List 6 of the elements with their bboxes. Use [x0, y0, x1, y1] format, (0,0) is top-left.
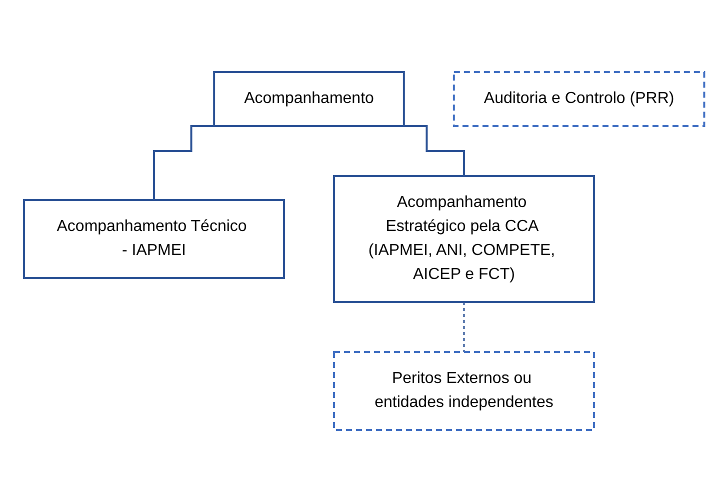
- node-box: Auditoria e Controlo (PRR): [452, 71, 706, 127]
- node-box: Peritos Externos ou entidades independentes: [332, 351, 595, 431]
- node-box: Acompanhamento Técnico - IAPMEI: [22, 199, 285, 279]
- node-box: Acompanhamento: [212, 71, 405, 127]
- connector: [463, 301, 465, 353]
- node-box: Acompanhamento Estratégico pela CCA (IAPMEI, ANI, COMPETE, AICEP e FCT): [332, 175, 595, 303]
